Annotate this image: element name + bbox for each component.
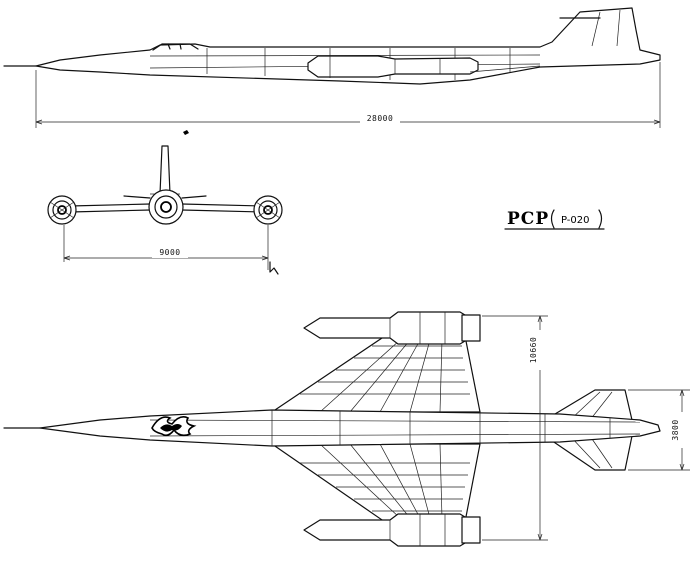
length-dimension: 28000 <box>35 62 661 128</box>
designation-sub: P-020 <box>561 215 590 226</box>
top-span-label: 10660 <box>529 337 538 364</box>
tail-span-dimension: 3800 <box>628 389 690 471</box>
top-span-dimension: 10660 <box>482 315 548 541</box>
front-span-label: 9000 <box>159 248 180 257</box>
length-label: 28000 <box>367 114 394 123</box>
front-span-dimension: 9000 <box>63 225 279 275</box>
designation-main: PCP <box>507 209 549 229</box>
tail-span-label: 3800 <box>671 419 680 440</box>
front-view <box>47 130 283 225</box>
designation-title: PCP P-020 <box>504 209 605 230</box>
plan-view <box>3 311 661 547</box>
side-view <box>3 7 661 85</box>
